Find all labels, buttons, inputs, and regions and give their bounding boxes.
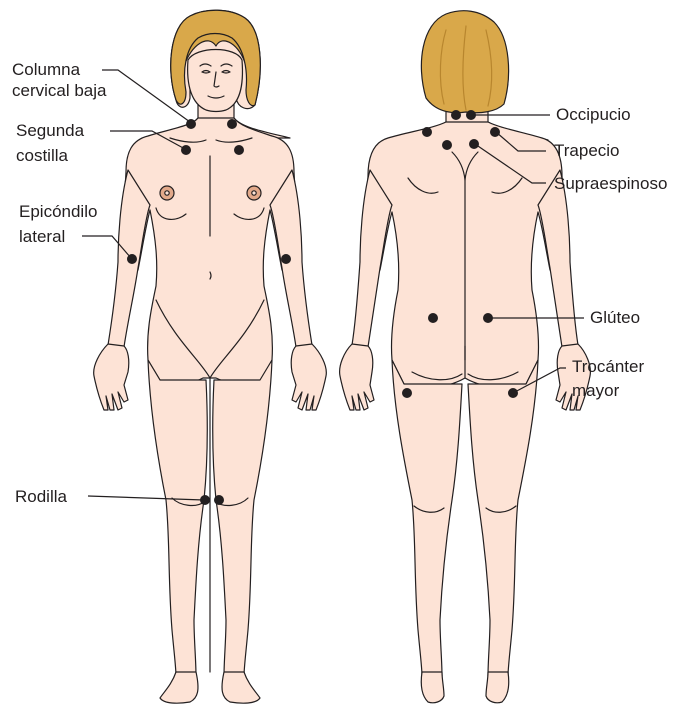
- point-cervical-left: [186, 119, 196, 129]
- point-knee-left: [200, 495, 210, 505]
- label-trocanter-line1: Trocánter: [572, 356, 644, 377]
- back-foot-left: [421, 672, 444, 703]
- back-hair: [421, 11, 508, 113]
- label-columna-line1: Columna: [12, 59, 80, 80]
- point-occiput-left: [451, 110, 461, 120]
- point-trapezius-right: [490, 127, 500, 137]
- front-hand-right: [291, 344, 326, 410]
- label-epicondilo-line1: Epicóndilo: [19, 201, 97, 222]
- back-leg-left: [392, 360, 462, 676]
- point-supraspinatus-left: [442, 140, 452, 150]
- front-foot-left: [160, 672, 198, 703]
- back-foot-right: [486, 672, 509, 703]
- back-hand-left: [340, 344, 374, 410]
- point-rib-right: [234, 145, 244, 155]
- label-columna-line2: cervical baja: [12, 80, 107, 101]
- point-gluteal-right: [483, 313, 493, 323]
- point-knee-right: [214, 495, 224, 505]
- label-supraespinoso: Supraespinoso: [554, 173, 667, 194]
- back-figure: [340, 11, 591, 703]
- point-trochanter-left: [402, 388, 412, 398]
- label-trapecio: Trapecio: [554, 140, 620, 161]
- label-segunda-line1: Segunda: [16, 120, 84, 141]
- back-leg-right: [468, 360, 538, 676]
- point-gluteal-left: [428, 313, 438, 323]
- point-occiput-right: [466, 110, 476, 120]
- label-epicondilo-line2: lateral: [19, 226, 65, 247]
- point-trapezius-left: [422, 127, 432, 137]
- point-epicondyle-left: [127, 254, 137, 264]
- back-arm-left: [352, 170, 392, 347]
- point-epicondyle-right: [281, 254, 291, 264]
- point-rib-left: [181, 145, 191, 155]
- front-leg-left: [148, 360, 207, 676]
- point-cervical-right: [227, 119, 237, 129]
- back-arm-right: [538, 170, 578, 347]
- front-figure: [94, 10, 327, 703]
- front-leg-right: [213, 360, 272, 676]
- point-supraspinatus-right: [469, 139, 479, 149]
- label-rodilla: Rodilla: [15, 486, 67, 507]
- label-gluteo: Glúteo: [590, 307, 640, 328]
- label-segunda-line2: costilla: [16, 145, 68, 166]
- front-hand-left: [94, 344, 129, 410]
- point-trochanter-right: [508, 388, 518, 398]
- front-foot-right: [222, 672, 260, 703]
- label-trocanter-line2: mayor: [572, 380, 619, 401]
- label-occipucio: Occipucio: [556, 104, 631, 125]
- front-arm-right: [270, 170, 312, 347]
